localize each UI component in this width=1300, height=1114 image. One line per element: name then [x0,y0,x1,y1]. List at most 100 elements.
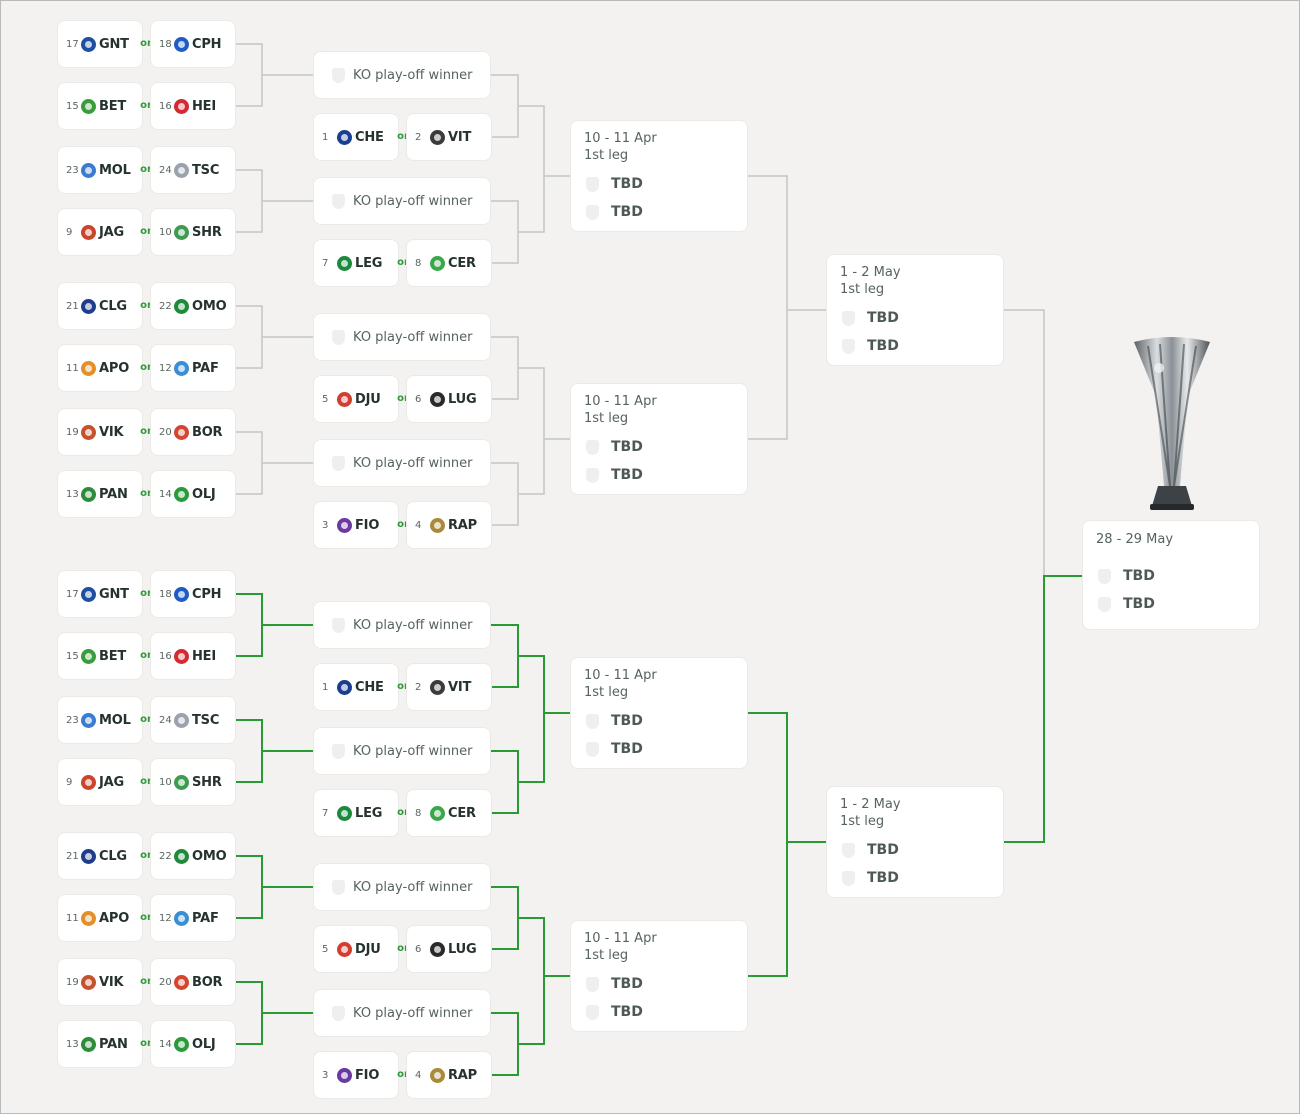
team-crest-icon [174,36,189,52]
bracket-connector-line [518,917,545,1045]
team-crest-icon [81,1036,96,1052]
ko-play-off-winner-slot[interactable]: KO play-off winner [314,440,490,486]
ko-play-off-winner-slot[interactable]: KO play-off winner [314,990,490,1036]
or-label: or [140,164,152,175]
team-seed: 13 [66,1038,79,1050]
bracket-connector-line [235,855,263,919]
team-crest-icon [174,424,189,440]
team-abbreviation: BET [99,648,127,664]
team-seed: 12 [159,912,172,924]
team-seed: 23 [66,164,79,176]
team-abbreviation: GNT [99,586,129,602]
bracket-connector-line [491,462,519,526]
team-abbreviation: GNT [99,36,129,52]
ko-play-off-winner-slot[interactable]: KO play-off winner [314,864,490,910]
match-team-row: TBD [584,998,747,1026]
ko-play-off-winner-slot[interactable]: KO play-off winner [314,52,490,98]
team-seed: 11 [66,912,79,924]
team-seed: 13 [66,488,79,500]
ko-play-off-winner-slot[interactable]: KO play-off winner [314,178,490,224]
team-card-jag[interactable]: 9 JAG [58,209,142,255]
match-team-row: TBD [1096,562,1259,590]
team-abbreviation: CHE [355,129,384,145]
or-label: or [397,807,409,818]
team-seed: 9 [66,226,73,238]
team-crest-icon [430,129,445,145]
ko-play-off-winner-slot[interactable]: KO play-off winner [314,602,490,648]
team-abbreviation: JAG [99,224,124,240]
shield-placeholder-icon [842,310,855,326]
team-seed: 24 [159,164,172,176]
team-seed: 21 [66,850,79,862]
team-seed: 6 [415,393,422,405]
team-abbreviation: MOL [99,712,131,728]
ko-play-off-winner-slot[interactable]: KO play-off winner [314,314,490,360]
team-abbreviation: BOR [192,424,223,440]
ko-play-off-winner-slot[interactable]: KO play-off winner [314,728,490,774]
bracket-connector-line [491,74,519,138]
team-crest-icon [81,360,96,376]
team-crest-icon [81,586,96,602]
ko-winner-label: KO play-off winner [353,1005,473,1021]
team-crest-icon [430,1067,445,1083]
match-date: 1 - 2 May [840,265,901,280]
bracket-connector-line [491,624,519,688]
team-abbreviation: HEI [192,98,216,114]
team-seed: 20 [159,976,172,988]
